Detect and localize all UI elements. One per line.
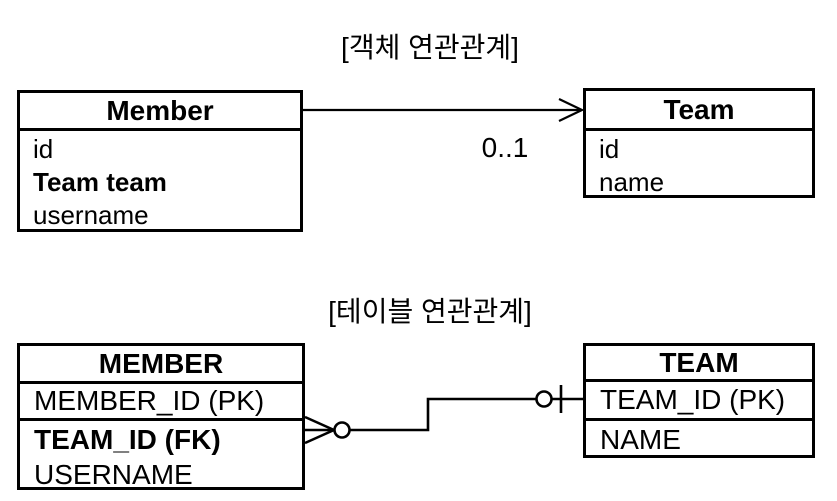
member-field-id: id — [33, 134, 54, 164]
member-table-username-row: USERNAME — [34, 459, 193, 490]
association-arrow — [303, 98, 585, 122]
team-field-id: id — [599, 134, 620, 164]
member-class-box: Member id Team team username — [17, 90, 303, 232]
member-table-box: MEMBER MEMBER_ID (PK) TEAM_ID (FK) USERN… — [17, 343, 305, 490]
team-class-name: Team — [586, 91, 812, 131]
team-field-name: name — [599, 167, 665, 197]
multiplicity-label: 0..1 — [481, 132, 529, 163]
member-field-team: Team team — [33, 167, 167, 197]
member-field-username: username — [33, 200, 149, 230]
table-diagram-title: [테이블 연관관계] — [328, 296, 532, 327]
team-table-name: TEAM — [586, 346, 812, 382]
team-class-box: Team id name — [583, 88, 815, 198]
member-table-fk-row: TEAM_ID (FK) — [34, 424, 221, 455]
table-relationship-connector — [304, 385, 583, 445]
team-table-pk-row: TEAM_ID (PK) — [586, 382, 812, 421]
team-class-fields: id name — [586, 131, 812, 199]
crows-foot-many-icon — [304, 415, 335, 445]
member-class-name: Member — [20, 93, 300, 131]
member-table-rows: TEAM_ID (FK) USERNAME — [20, 421, 302, 492]
association-arrowhead-icon — [558, 98, 585, 122]
member-table-name: MEMBER — [20, 346, 302, 384]
member-class-fields: id Team team username — [20, 131, 300, 232]
object-diagram-title: [객체 연관관계] — [341, 32, 519, 63]
member-table-pk-row: MEMBER_ID (PK) — [20, 384, 302, 421]
connector-elbow-line — [350, 397, 536, 432]
zero-circle-team-icon — [535, 390, 553, 408]
zero-circle-member-icon — [333, 421, 351, 439]
team-table-box: TEAM TEAM_ID (PK) NAME — [583, 343, 815, 458]
team-table-name-row: NAME — [600, 423, 681, 455]
